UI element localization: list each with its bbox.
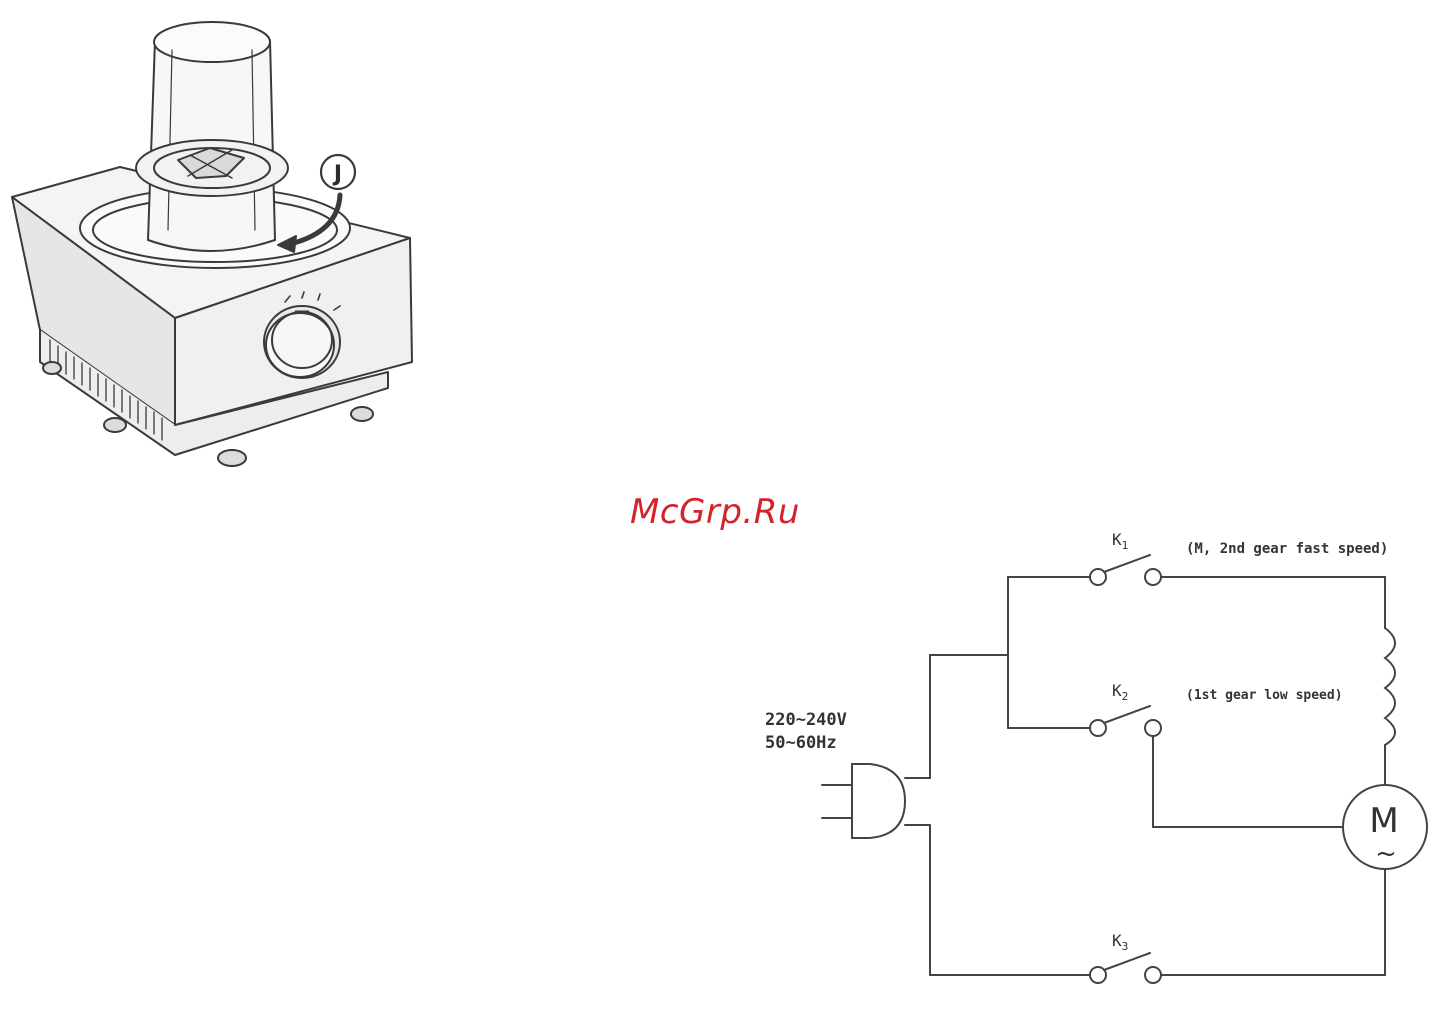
switch-k1-note: (M, 2nd gear fast speed) (1186, 541, 1388, 557)
switch-k1-blade (1104, 555, 1150, 572)
switch-k3-blade (1104, 953, 1150, 970)
switch-k2-main: K (1112, 681, 1122, 700)
switch-k1-sub: 1 (1122, 539, 1129, 552)
switch-k2-note: (1st gear low speed) (1186, 688, 1343, 703)
switch-k3-sub: 3 (1122, 940, 1129, 953)
switch-k2-label: K2 (1112, 681, 1128, 703)
switch-k2-blade (1104, 706, 1150, 723)
motor-symbol: M (1369, 801, 1398, 841)
switch-k1-label: K1 (1112, 530, 1128, 552)
inductor-coil (1385, 628, 1395, 745)
mains-plug (822, 764, 905, 838)
switch-k2-sub: 2 (1122, 690, 1129, 703)
supply-voltage: 220~240V (765, 710, 847, 730)
switch-k3-main: K (1112, 931, 1122, 950)
switch-k1-main: K (1112, 530, 1122, 549)
switch-k3-label: K3 (1112, 931, 1128, 953)
motor-ac-symbol: ~ (1375, 839, 1397, 869)
supply-frequency: 50~60Hz (765, 733, 837, 753)
